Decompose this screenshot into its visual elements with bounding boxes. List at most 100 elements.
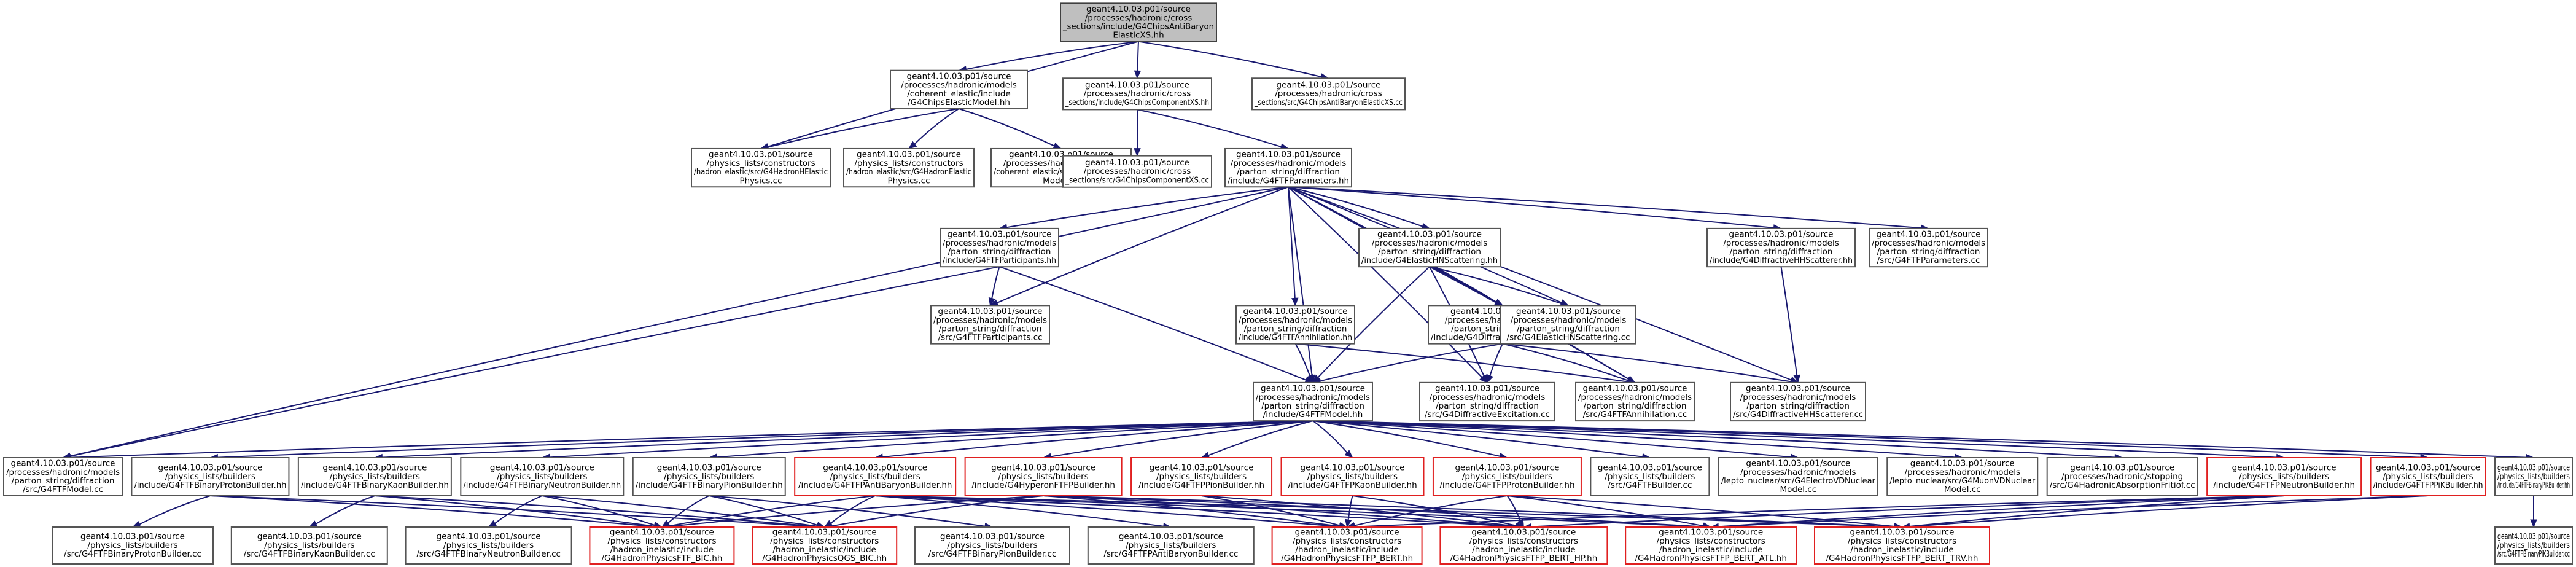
node-label-line: /hadron_inelastic/include	[1472, 545, 1575, 555]
node-label-line: /physics_lists/builders	[264, 541, 354, 550]
node-ftfParticipants_hh[interactable]: geant4.10.03.p01/source/processes/hadron…	[940, 227, 1059, 268]
node-label-line: /include/G4FTFBinaryProtonBuilder.hh	[134, 480, 286, 490]
node-label-line: /G4HadronPhysicsFTFP_BERT_HP.hh	[1450, 553, 1598, 563]
node-label-line: /processes/hadronic/models	[1511, 315, 1627, 325]
node-chipsComponentXS_hh[interactable]: geant4.10.03.p01/source/processes/hadron…	[1062, 77, 1212, 111]
node-hadronPhysicsFTFP_BERT_HP_hh[interactable]: geant4.10.03.p01/source/physics_lists/co…	[1439, 526, 1608, 565]
node-ftfpAntiBaryonBuilder_hh[interactable]: geant4.10.03.p01/source/physics_lists/bu…	[794, 457, 957, 496]
node-ftfModel_hh[interactable]: geant4.10.03.p01/source/processes/hadron…	[1253, 381, 1373, 422]
node-diffractiveHHScatterer_hh[interactable]: geant4.10.03.p01/source/processes/hadron…	[1706, 227, 1856, 268]
node-label-line: /include/G4FTFPProtonBuilder.hh	[1439, 480, 1574, 490]
node-ftfBinaryNeutronBuilder_cc[interactable]: geant4.10.03.p01/source/physics_lists/bu…	[405, 526, 572, 565]
node-label-line: geant4.10.03.p01/source	[991, 463, 1095, 473]
node-chipsElasticModel_hh[interactable]: geant4.10.03.p01/source/processes/hadron…	[890, 69, 1028, 110]
edge-diffractiveHHScatterer_hh-to-diffractiveHHScatterer_cc	[1780, 267, 1800, 384]
node-root[interactable]: geant4.10.03.p01/source/processes/hadron…	[1060, 2, 1217, 42]
node-diffractiveHHScatterer_cc[interactable]: geant4.10.03.p01/source/processes/hadron…	[1730, 381, 1866, 422]
node-chipsComponentXS_cc[interactable]: geant4.10.03.p01/source/processes/hadron…	[1062, 155, 1212, 188]
node-label-line: geant4.10.03.p01/source	[1277, 80, 1381, 90]
node-label-line: Model.cc	[1944, 485, 1981, 495]
node-ftfBinaryKaonBuilder_hh[interactable]: geant4.10.03.p01/source/physics_lists/bu…	[297, 457, 452, 496]
node-label-line: /include/G4FTFPNeutronBuilder.hh	[2213, 480, 2355, 490]
node-label-line: /processes/hadronic/models	[1372, 238, 1488, 248]
node-label-line: /src/G4FTFBinaryPionBuilder.cc	[928, 549, 1057, 559]
node-ftfParameters_cc[interactable]: geant4.10.03.p01/source/processes/hadron…	[1869, 227, 1988, 268]
node-hadronPhysicsFTFP_BERT_TRV_hh[interactable]: geant4.10.03.p01/source/physics_lists/co…	[1814, 526, 1990, 565]
node-label-line: geant4.10.03.p01/source	[1243, 307, 1348, 316]
edge-ftfBinaryPiKBuilder_hh-to-ftfBinaryPiKBuilder_cc	[2530, 496, 2537, 528]
node-label-line: geant4.10.03.p01/source	[1746, 384, 1850, 394]
node-label-line: geant4.10.03.p01/source	[158, 463, 262, 473]
node-label-line: /processes/hadronic/models	[1239, 315, 1352, 325]
node-label-line: geant4.10.03.p01/source	[907, 71, 1011, 81]
node-diffractiveExcitation_cc[interactable]: geant4.10.03.p01/source/processes/hadron…	[1419, 381, 1555, 422]
node-label-line: geant4.10.03.p01/source	[1236, 150, 1341, 160]
node-label-line: /processes/hadronic/cross	[1084, 166, 1191, 176]
node-label-line: /processes/hadronic/models	[1872, 238, 1985, 248]
node-ftfpAntiBaryonBuilder_cc[interactable]: geant4.10.03.p01/source/physics_lists/bu…	[1087, 526, 1255, 565]
node-ftfpNeutronBuilder_hh[interactable]: geant4.10.03.p01/source/physics_lists/bu…	[2206, 457, 2362, 496]
node-label-line: /include/G4ElasticHNScattering.hh	[1361, 256, 1498, 265]
node-label-line: geant4.10.03.p01/source	[1910, 459, 2015, 469]
node-ftfBuilder_cc[interactable]: geant4.10.03.p01/source/physics_lists/bu…	[1590, 457, 1710, 496]
node-label-line: geant4.10.03.p01/source	[1085, 158, 1189, 168]
node-ftfpPionBuilder_hh[interactable]: geant4.10.03.p01/source/physics_lists/bu…	[1130, 457, 1273, 496]
node-chipsAntiBaryonXS_cc[interactable]: geant4.10.03.p01/source/processes/hadron…	[1251, 77, 1406, 111]
node-label-line: geant4.10.03.p01/source	[1119, 532, 1223, 542]
node-hyperonFTFPBuilder_hh[interactable]: geant4.10.03.p01/source/physics_lists/bu…	[964, 457, 1123, 496]
edge-ftfParameters_hh-to-ftfModel_cc	[62, 186, 1289, 459]
node-hadronHElasticPhysics_cc[interactable]: geant4.10.03.p01/source/physics_lists/co…	[691, 147, 831, 188]
node-hadronElasticPhysics_cc[interactable]: geant4.10.03.p01/source/physics_lists/co…	[843, 147, 975, 188]
node-hadronPhysicsFTFP_BERT_hh[interactable]: geant4.10.03.p01/source/physics_lists/co…	[1271, 526, 1423, 565]
node-electroVDNuclearModel_cc[interactable]: geant4.10.03.p01/source/processes/hadron…	[1718, 457, 1878, 496]
node-hadronicAbsorptionFritiof_cc[interactable]: geant4.10.03.p01/source/processes/hadron…	[2046, 457, 2198, 496]
edge-ftfParameters_hh-to-ftfParticipants_hh	[998, 186, 1289, 231]
node-hadronPhysicsFTF_BIC_hh[interactable]: geant4.10.03.p01/source/physics_lists/co…	[589, 526, 735, 565]
node-label-line: geant4.10.03.p01/source	[437, 532, 541, 542]
node-label-line: _sections/src/G4ChipsComponentXS.cc	[1065, 175, 1209, 185]
node-ftfBinaryPiKBuilder_cc[interactable]: geant4.10.03.p01/source/physics_lists/bu…	[2494, 526, 2573, 565]
node-ftfModel_cc[interactable]: geant4.10.03.p01/source/processes/hadron…	[3, 457, 123, 496]
node-label-line: /src/G4HadronicAbsorptionFritiof.cc	[2050, 480, 2195, 490]
node-label-line: /physics_lists/builders	[1605, 472, 1695, 482]
node-ftfBinaryPiKBuilder_hh[interactable]: geant4.10.03.p01/source/physics_lists/bu…	[2494, 457, 2573, 496]
node-label-line: /processes/hadronic/models	[1904, 467, 2020, 477]
node-label-line: /parton_string/diffraction	[1730, 247, 1833, 257]
node-label-line: geant4.10.03.p01/source	[1085, 80, 1189, 90]
node-label-line: /processes/hadronic/models	[1723, 238, 1839, 248]
node-label-line: /include/G4FTFBinaryNeutronBuilder.hh	[463, 480, 621, 490]
node-ftfAnnihilation_cc[interactable]: geant4.10.03.p01/source/processes/hadron…	[1575, 381, 1695, 422]
node-elasticHNScattering_cc[interactable]: geant4.10.03.p01/source/processes/hadron…	[1500, 305, 1636, 345]
node-ftfpKaonBuilder_hh[interactable]: geant4.10.03.p01/source/physics_lists/bu…	[1280, 457, 1425, 496]
node-label-line: /include/G4FTFBinaryKaonBuilder.hh	[301, 480, 449, 490]
node-label-line: geant4.10.03.p01/source	[948, 230, 1052, 240]
node-ftfBinaryProtonBuilder_cc[interactable]: geant4.10.03.p01/source/physics_lists/bu…	[52, 526, 214, 565]
edge-ftfParameters_hh-to-ftfAnnihilation_hh	[1288, 187, 1299, 307]
node-muonVDNuclearModel_cc[interactable]: geant4.10.03.p01/source/processes/hadron…	[1886, 457, 2039, 496]
node-label-line: /include/G4HyperonFTFPBuilder.hh	[971, 480, 1115, 490]
node-ftfBinaryNeutronBuilder_hh[interactable]: geant4.10.03.p01/source/physics_lists/bu…	[460, 457, 625, 496]
node-label-line: /src/G4FTFBinaryProtonBuilder.cc	[64, 549, 201, 559]
node-label-line: /parton_string/diffraction	[1746, 401, 1850, 411]
node-hadronPhysicsFTFP_BERT_ATL_hh[interactable]: geant4.10.03.p01/source/physics_lists/co…	[1625, 526, 1797, 565]
node-label-line: geant4.10.03.p01/source	[823, 463, 927, 473]
node-hadronPhysicsQGS_BIC_hh[interactable]: geant4.10.03.p01/source/physics_lists/co…	[752, 526, 898, 565]
node-ftfAnnihilation_hh[interactable]: geant4.10.03.p01/source/processes/hadron…	[1235, 305, 1355, 345]
edge-ftfModel_hh-to-ftfpKaonBuilder_hh	[1312, 420, 1353, 458]
node-label-line: _sections/include/G4ChipsComponentXS.hh	[1065, 98, 1209, 108]
node-ftfBinaryKaonBuilder_cc[interactable]: geant4.10.03.p01/source/physics_lists/bu…	[230, 526, 388, 565]
node-label-line: geant4.10.03.p01/source	[772, 528, 877, 538]
node-ftfBinaryPionBuilder_hh[interactable]: geant4.10.03.p01/source/physics_lists/bu…	[632, 457, 786, 496]
node-ftfpProtonBuilder_hh[interactable]: geant4.10.03.p01/source/physics_lists/bu…	[1432, 457, 1582, 496]
edge-ftfParticipants_hh-to-ftfModel_cc	[62, 266, 1000, 460]
node-ftfpPiKBuilder_hh[interactable]: geant4.10.03.p01/source/physics_lists/bu…	[2370, 457, 2486, 496]
node-label-line: /processes/hadronic/models	[1740, 467, 1856, 477]
node-ftfParticipants_cc[interactable]: geant4.10.03.p01/source/processes/hadron…	[930, 305, 1050, 345]
node-ftfBinaryPionBuilder_cc[interactable]: geant4.10.03.p01/source/physics_lists/bu…	[914, 526, 1070, 565]
node-ftfParameters_hh[interactable]: geant4.10.03.p01/source/processes/hadron…	[1224, 147, 1352, 188]
node-ftfBinaryProtonBuilder_hh[interactable]: geant4.10.03.p01/source/physics_lists/bu…	[131, 457, 290, 496]
node-elasticHNScattering_hh[interactable]: geant4.10.03.p01/source/processes/hadron…	[1358, 227, 1501, 268]
node-label-line: ElasticXS.hh	[1113, 31, 1164, 41]
node-label-line: /processes/hadronic/models	[1578, 393, 1692, 402]
node-label-line: /src/G4FTFPAntiBaryonBuilder.cc	[1103, 549, 1238, 559]
